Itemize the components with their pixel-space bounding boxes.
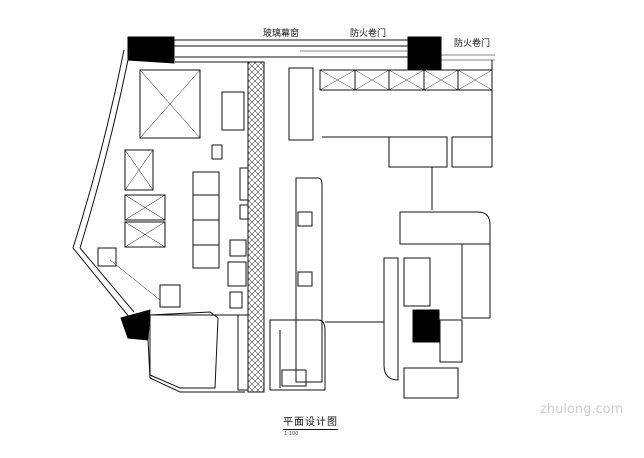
plan-title: 平面设计图 (283, 417, 338, 430)
room-lower-left (149, 311, 249, 391)
central-counter (269, 67, 326, 391)
kitchen-equipment-left (97, 69, 249, 309)
curved-exterior-wall (72, 49, 245, 393)
hatched-wall-left (247, 61, 265, 393)
fire-shutter-label-2: 防火卷门 (454, 39, 491, 49)
tables-right (322, 136, 493, 210)
island-bar (325, 211, 491, 399)
structural-columns (120, 36, 442, 343)
glass-curtain-wall (130, 39, 410, 58)
fire-shutter-label-1: 防火卷门 (350, 29, 387, 39)
glass-curtain-label: 玻璃幕窗 (263, 29, 300, 39)
zhulong-watermark: zhulong.com (540, 402, 624, 417)
fire-shutter-lines (300, 50, 495, 61)
plan-scale: 1:100 (284, 431, 299, 437)
display-cabinets-top (319, 60, 493, 150)
